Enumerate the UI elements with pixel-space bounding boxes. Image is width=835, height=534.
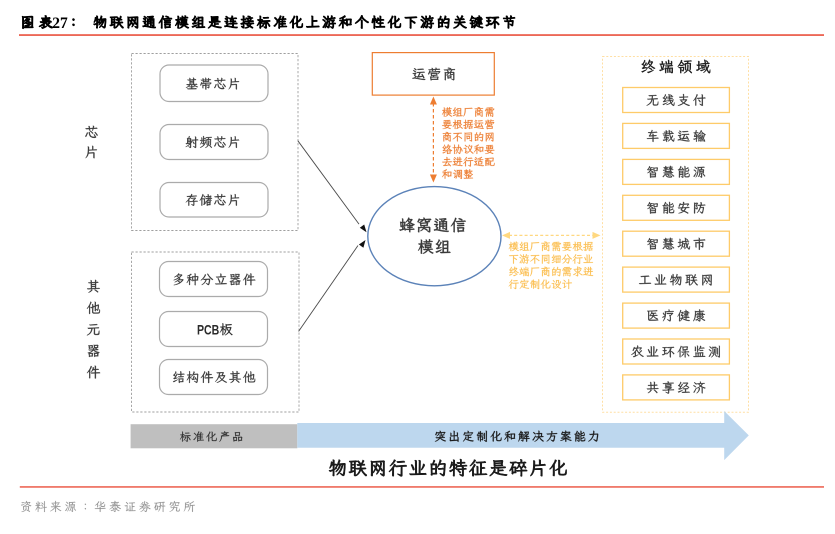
svg-text:PCB: PCB xyxy=(197,321,219,337)
svg-text:27: 27 xyxy=(52,15,68,32)
